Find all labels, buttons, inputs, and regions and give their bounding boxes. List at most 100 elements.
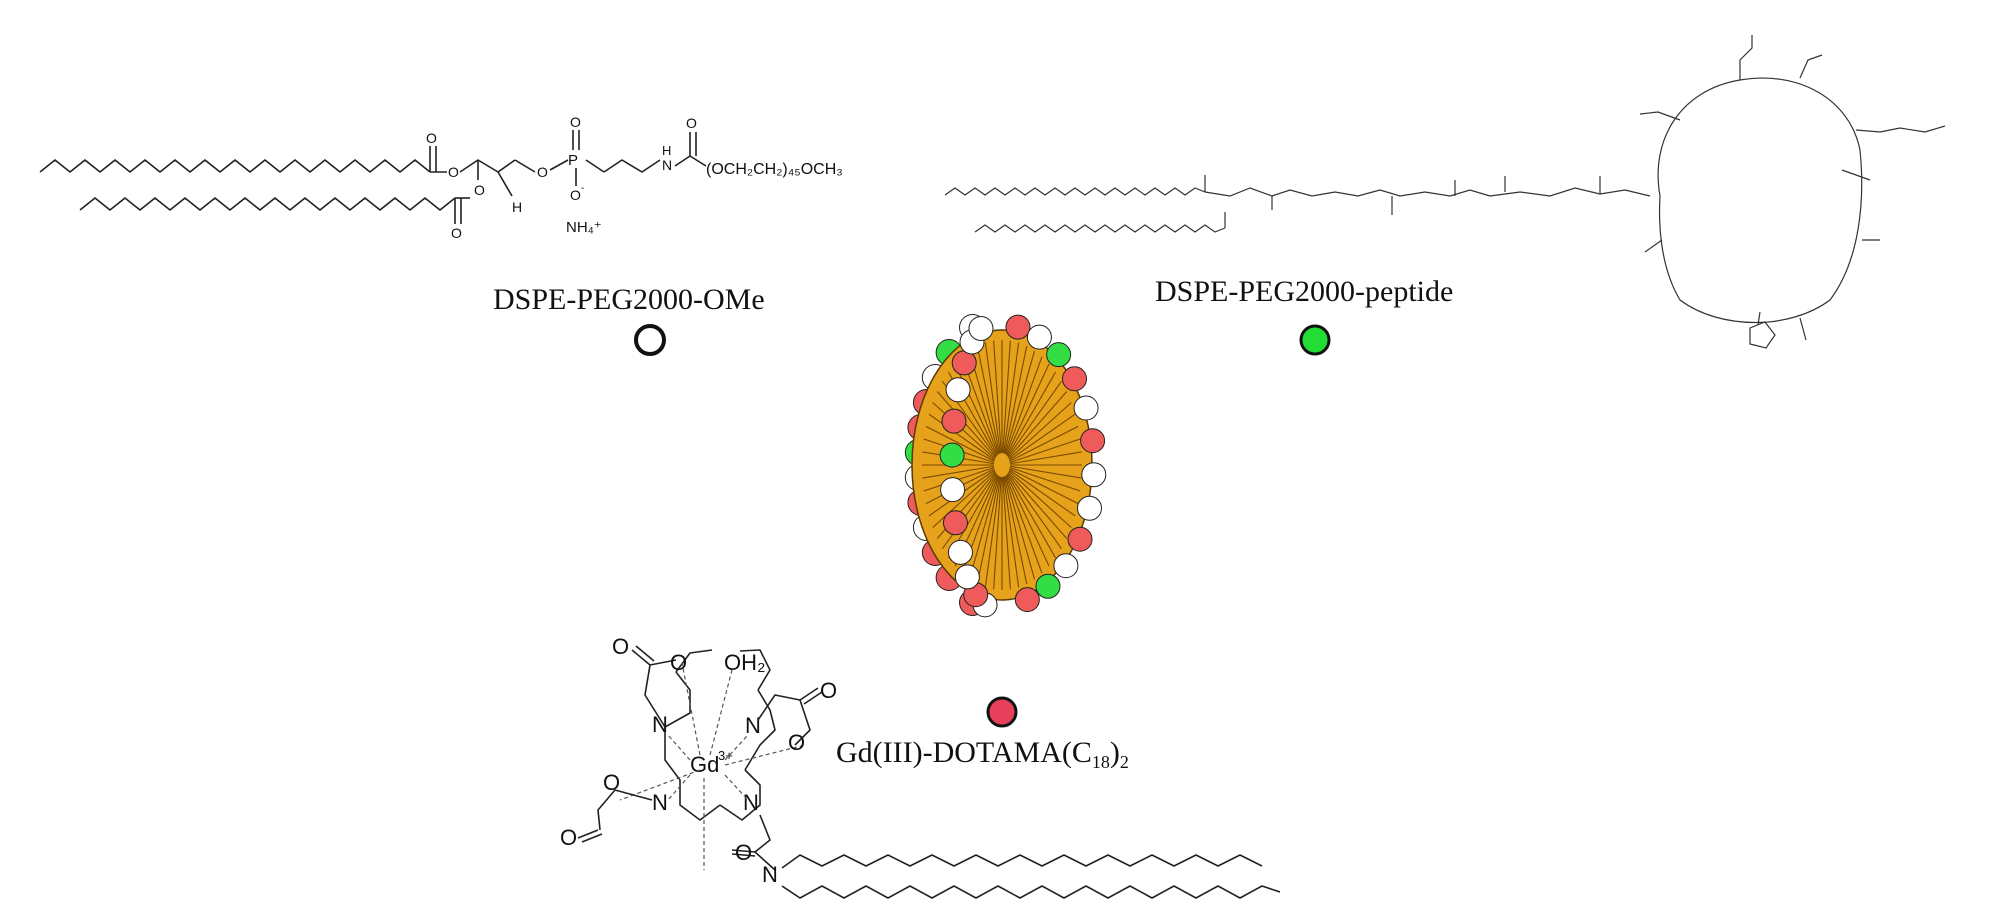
lipid-tail-line xyxy=(1008,469,1076,517)
atom-o: O xyxy=(426,130,437,146)
lipid-tail-line xyxy=(1008,391,1068,459)
atom-o: O xyxy=(448,164,459,180)
svg-text:H: H xyxy=(662,143,671,158)
c18-chain-lower xyxy=(781,885,1281,899)
gd-dotama-structure: N N N N Gd 3+ O O OH₂ O O O O xyxy=(560,634,1281,899)
micelle-headgroup-sphere xyxy=(1005,314,1031,340)
micelle-headgroup-sphere xyxy=(947,539,973,565)
gd-ion: Gd xyxy=(690,752,719,777)
lipid-tail-line xyxy=(1006,363,1050,456)
micelle-headgroup-sphere xyxy=(941,408,967,434)
lipid-tail-line xyxy=(976,476,1001,584)
svg-text:O: O xyxy=(670,650,687,675)
lipid-tail-line xyxy=(1009,425,1079,462)
c18-chain-upper xyxy=(781,854,1263,869)
lipid-tail-line xyxy=(1007,381,1062,458)
micelle-headgroup-sphere xyxy=(939,442,965,468)
lipid-tail-line xyxy=(1006,474,1050,567)
cyclic-peptide-ring xyxy=(1657,77,1863,324)
lipid-tail-line xyxy=(925,425,995,462)
lipid-tail-line xyxy=(976,346,1001,454)
micelle-headgroup-sphere xyxy=(1073,395,1099,421)
micelle-illustration xyxy=(904,314,1107,618)
lipid-tail-line xyxy=(936,391,996,459)
atom-p: P xyxy=(568,152,578,169)
imidazole-ring xyxy=(1749,321,1776,349)
lipid-tail-line xyxy=(1004,350,1036,455)
lipid-tail-line xyxy=(1003,476,1028,584)
micelle-headgroup-sphere xyxy=(954,564,980,590)
coordinated-water: OH₂ xyxy=(724,650,766,675)
micelle-headgroup-sphere xyxy=(1080,428,1106,454)
atom-n: N xyxy=(662,157,672,173)
lipid-tail-line xyxy=(1008,402,1072,460)
micelle-headgroup-sphere xyxy=(942,510,968,536)
lipid-tail-line xyxy=(984,342,1001,454)
label-gd-dotama: Gd(III)-DOTAMA(C18)2 xyxy=(836,736,1129,772)
atom-n: N xyxy=(652,790,668,815)
micelle-headgroup-sphere xyxy=(1026,324,1052,350)
micelle-headgroup-sphere xyxy=(1081,462,1107,488)
lipid-tail-line xyxy=(932,470,996,528)
label-dspe-peg2000-peptide: DSPE-PEG2000-peptide xyxy=(1155,275,1453,308)
micelle-headgroup-sphere xyxy=(1067,526,1093,552)
lipid-tail-line xyxy=(922,465,995,479)
peptide-lower-chain xyxy=(974,224,1226,233)
svg-text:O: O xyxy=(820,678,837,703)
lower-acyl-chain xyxy=(79,197,456,211)
lipid-tail-line xyxy=(942,472,997,549)
lipid-tail-line xyxy=(928,413,996,461)
lipid-tail-line xyxy=(1009,451,1082,465)
lipid-tail-line xyxy=(1002,476,1011,590)
lipid-tail-line xyxy=(1009,438,1081,464)
atom-o: O xyxy=(451,225,462,241)
legend-circle-gd xyxy=(986,696,1018,728)
lipid-tail-line xyxy=(1004,475,1036,580)
micelle-headgroup-sphere xyxy=(940,477,966,503)
svg-text:O: O xyxy=(735,840,752,865)
atom-o: O xyxy=(570,114,581,130)
dspe-peg-ome-structure: O O H O O O P O O - NH₄⁺ N H O (OC xyxy=(39,114,843,241)
micelle-headgroup-sphere xyxy=(1014,587,1040,613)
peptide-upper-chain xyxy=(944,187,1206,196)
label-dspe-peg2000-ome: DSPE-PEG2000-OMe xyxy=(493,283,765,316)
svg-text:3+: 3+ xyxy=(718,748,733,763)
lipid-tail-line xyxy=(1003,476,1020,588)
lipid-tail-line xyxy=(1008,413,1076,461)
lipid-tail-line xyxy=(1007,472,1062,549)
micelle-headgroup-sphere xyxy=(968,316,994,342)
lipid-tail-line xyxy=(1008,470,1072,528)
upper-acyl-chain xyxy=(39,159,431,173)
atom-o-minus: O xyxy=(570,187,581,203)
micelle-headgroup-sphere xyxy=(1053,553,1079,579)
lipid-tail-line xyxy=(1009,466,1081,492)
lipid-tail-line xyxy=(1009,465,1082,479)
dspe-peg-peptide-structure xyxy=(944,35,1946,349)
svg-text:O: O xyxy=(686,115,697,131)
ammonium-ion: NH₄⁺ xyxy=(566,219,602,236)
svg-text:O: O xyxy=(788,730,805,755)
lipid-tail-line xyxy=(993,476,1002,590)
peg-group: (OCH₂CH₂)₄₅OCH₃ xyxy=(706,161,843,178)
lipid-tail-line xyxy=(1006,473,1057,559)
micelle-headgroup-sphere xyxy=(1076,495,1102,521)
micelle-headgroup-sphere xyxy=(1061,366,1087,392)
lipid-tail-line xyxy=(1008,471,1068,539)
atom-o: O xyxy=(474,182,485,198)
micelle-headgroup-sphere xyxy=(1035,573,1061,599)
svg-text:O: O xyxy=(560,825,577,850)
svg-text:-: - xyxy=(581,183,584,194)
micelle-rim xyxy=(939,314,1107,618)
svg-text:O: O xyxy=(603,770,620,795)
lipid-tail-line xyxy=(1003,342,1020,454)
lipid-tail-line xyxy=(968,475,1000,580)
lipid-tail-line xyxy=(1006,371,1057,457)
micelle-headgroup-sphere xyxy=(1046,342,1072,368)
atom-n: N xyxy=(745,713,761,738)
lipid-tail-line xyxy=(1005,356,1043,455)
lipid-tail-line xyxy=(1005,475,1043,574)
micelle-headgroup-sphere xyxy=(945,377,971,403)
atom-n: N xyxy=(652,712,668,737)
atom-o: O xyxy=(612,634,629,659)
